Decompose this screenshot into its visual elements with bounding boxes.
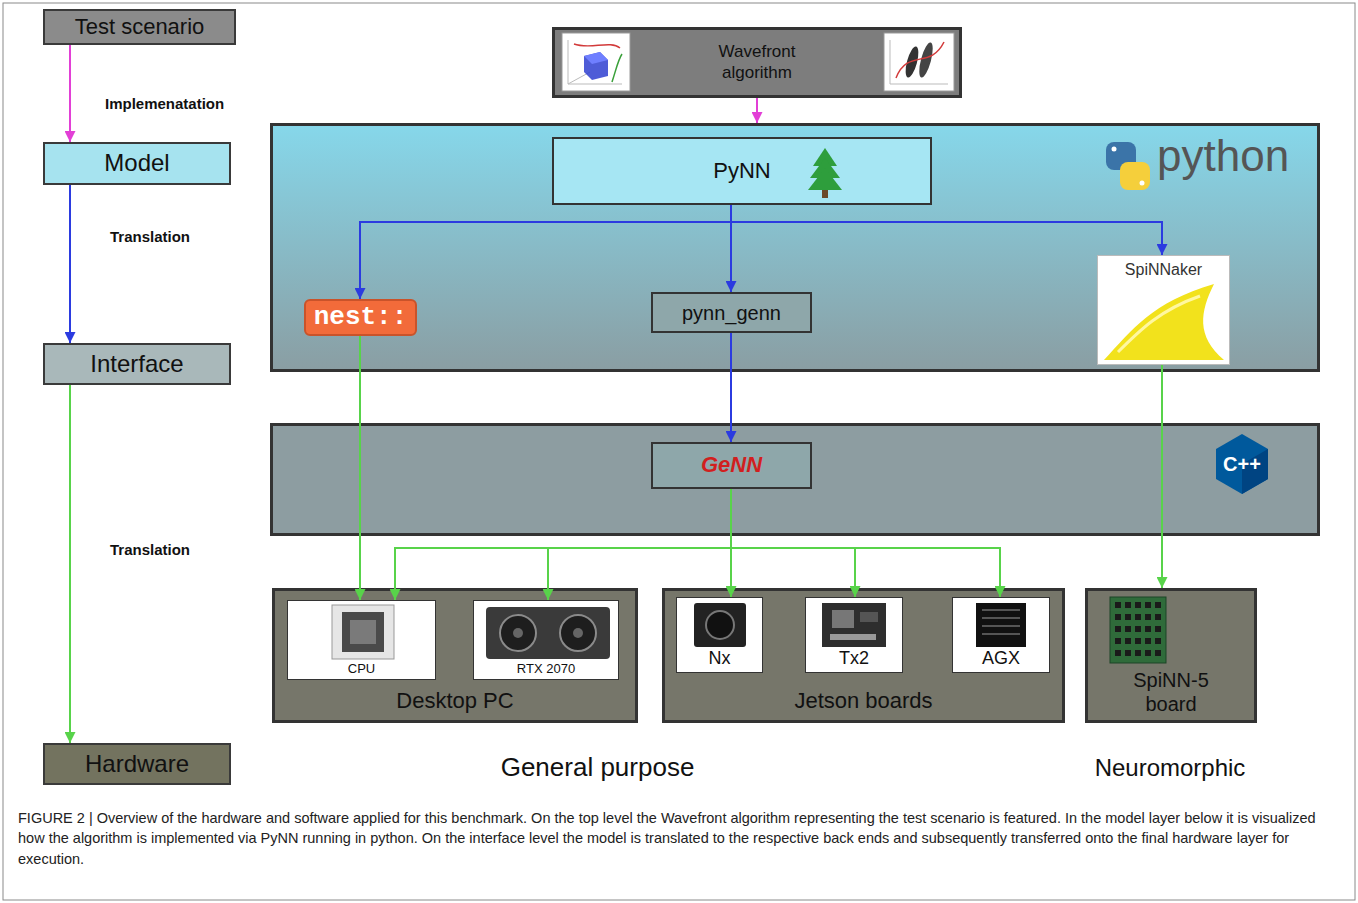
- node-text: python: [1157, 130, 1289, 183]
- connector-arrow: [69, 45, 71, 142]
- node-text: SpiNNaker: [1098, 260, 1229, 279]
- spinn5-board-icon: [1110, 597, 1166, 663]
- connector-arrow: [69, 385, 71, 743]
- tree-icon: [808, 148, 842, 198]
- spinnaker-logo: [1104, 284, 1224, 360]
- jetson-nx-icon: [694, 603, 746, 647]
- pynn-box: PyNN: [552, 137, 932, 205]
- connector-arrow: [359, 336, 361, 600]
- node-text: Model: [104, 149, 169, 178]
- connector-arrow: [731, 489, 855, 597]
- connector-arrow: [1161, 365, 1163, 588]
- jetson-agx-icon: [976, 603, 1026, 647]
- cpu-chip-icon: [332, 605, 394, 659]
- pynn-genn-box: pynn_genn: [651, 292, 812, 333]
- node-text: Test scenario: [75, 14, 205, 40]
- connector-arrow: [731, 489, 1000, 597]
- connector-arrow: [730, 333, 732, 442]
- node-text: Desktop PC: [275, 688, 635, 714]
- node-text: SpiNN-5 board: [1088, 668, 1254, 716]
- node-text: nest::: [314, 302, 408, 333]
- python-logo: [1106, 142, 1150, 190]
- node-text: Hardware: [85, 750, 189, 779]
- wavefront-plot-left: [562, 33, 630, 91]
- section-label: General purpose: [470, 752, 725, 783]
- node-text: Jetson boards: [665, 688, 1062, 714]
- connector-arrow: [548, 489, 731, 600]
- connector-arrow: [395, 489, 731, 600]
- node-text: Interface: [90, 350, 183, 379]
- edge-label: Implemenatation: [105, 95, 224, 112]
- edge-label: Translation: [110, 541, 190, 558]
- node-text: pynn_genn: [682, 301, 781, 325]
- node-text: RTX 2070: [474, 661, 618, 677]
- connector-arrow: [731, 205, 1162, 255]
- figure-caption: FIGURE 2 | Overview of the hardware and …: [18, 808, 1340, 869]
- scenario-box: Test scenario: [43, 9, 236, 45]
- node-text: Tx2: [806, 648, 902, 670]
- model-box: Model: [43, 142, 231, 185]
- node-text: Nx: [677, 648, 762, 670]
- node-text: PyNN: [713, 158, 770, 184]
- edge-label: Translation: [110, 228, 190, 245]
- node-text: GeNN: [701, 452, 762, 478]
- figure-frame: [3, 3, 1355, 900]
- connector-arrow: [69, 185, 71, 343]
- node-text: C++: [1212, 452, 1272, 476]
- node-text: AGX: [953, 648, 1049, 670]
- node-text: Wavefront algorithm: [697, 42, 817, 83]
- interface-box: Interface: [43, 343, 231, 385]
- section-label: Neuromorphic: [1070, 754, 1270, 782]
- connector-arrow: [360, 205, 731, 299]
- cpp-logo: [1216, 434, 1268, 494]
- node-text: CPU: [288, 661, 435, 677]
- connector-arrow: [756, 98, 758, 123]
- graphics-card-icon: [486, 607, 610, 659]
- hardware-box: Hardware: [43, 743, 231, 785]
- jetson-tx2-icon: [822, 603, 886, 647]
- wavefront-plot-right: [884, 33, 954, 91]
- genn-box: GeNN: [651, 442, 812, 489]
- nest-box: nest::: [304, 299, 418, 336]
